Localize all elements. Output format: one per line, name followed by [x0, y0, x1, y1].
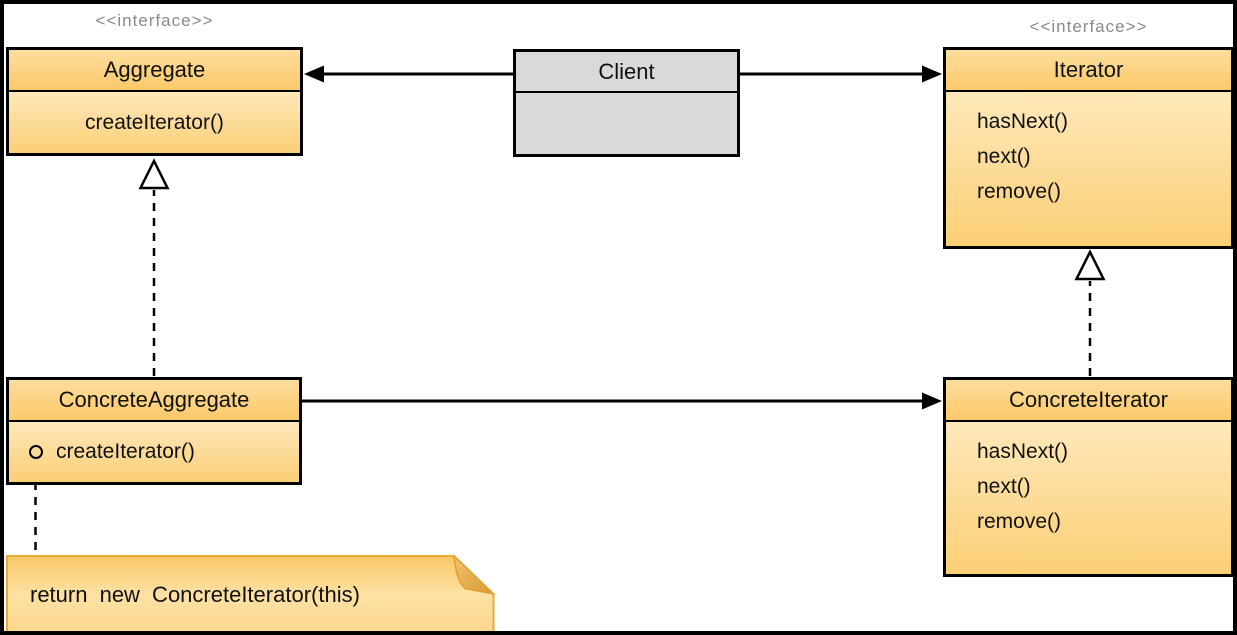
method-hasnext: hasNext() — [977, 440, 1069, 463]
association-client-to-iterator — [738, 65, 942, 83]
class-body-concreteaggregate: createIterator() — [9, 422, 299, 482]
realization-concreteiterator-to-iterator — [1074, 249, 1106, 376]
method-next: next() — [977, 475, 1031, 498]
class-title-iterator: Iterator — [946, 50, 1231, 92]
class-title-concreteiterator: ConcreteIterator — [946, 380, 1231, 422]
realization-concreteaggregate-to-aggregate — [138, 158, 170, 376]
class-box-concreteiterator: ConcreteIterator hasNext() next() remove… — [943, 377, 1233, 577]
class-title-client: Client — [516, 52, 737, 93]
stereotype-label-aggregate: <<interface>> — [95, 11, 214, 30]
note-text: return new ConcreteIterator(this) — [30, 582, 360, 607]
note-anchor-circle-icon — [29, 445, 43, 459]
association-client-to-aggregate — [304, 65, 515, 83]
method-createiterator: createIterator() — [85, 110, 224, 134]
arrowhead-left-icon — [304, 65, 324, 83]
stereotype-label-iterator: <<interface>> — [1029, 17, 1148, 36]
method-hasnext: hasNext() — [977, 110, 1069, 133]
hollow-triangle-icon — [138, 158, 170, 190]
note-fold-corner-icon — [453, 555, 495, 596]
note-shape — [6, 555, 495, 631]
class-box-concreteaggregate: ConcreteAggregate createIterator() — [6, 377, 302, 485]
method-remove: remove() — [977, 510, 1062, 533]
class-body-iterator: hasNext() next() remove() — [946, 92, 1231, 246]
method-createiterator: createIterator() — [56, 440, 195, 463]
class-title-concreteaggregate: ConcreteAggregate — [9, 380, 299, 422]
method-next: next() — [977, 145, 1031, 168]
class-body-concreteiterator: hasNext() next() remove() — [946, 422, 1231, 574]
note-paper — [6, 555, 495, 631]
arrowhead-right-icon — [922, 65, 942, 83]
method-remove: remove() — [977, 180, 1062, 203]
hollow-triangle-icon — [1074, 249, 1106, 281]
class-body-client — [516, 93, 737, 154]
class-box-aggregate: Aggregate createIterator() — [6, 47, 303, 156]
class-title-aggregate: Aggregate — [9, 50, 300, 92]
arrowhead-right-icon — [922, 392, 942, 410]
association-concreteaggregate-to-concreteiterator — [301, 392, 942, 410]
class-box-iterator: Iterator hasNext() next() remove() — [943, 47, 1233, 249]
class-body-aggregate: createIterator() — [9, 92, 300, 153]
class-box-client: Client — [513, 49, 740, 157]
uml-note: return new ConcreteIterator(this) — [6, 555, 495, 631]
